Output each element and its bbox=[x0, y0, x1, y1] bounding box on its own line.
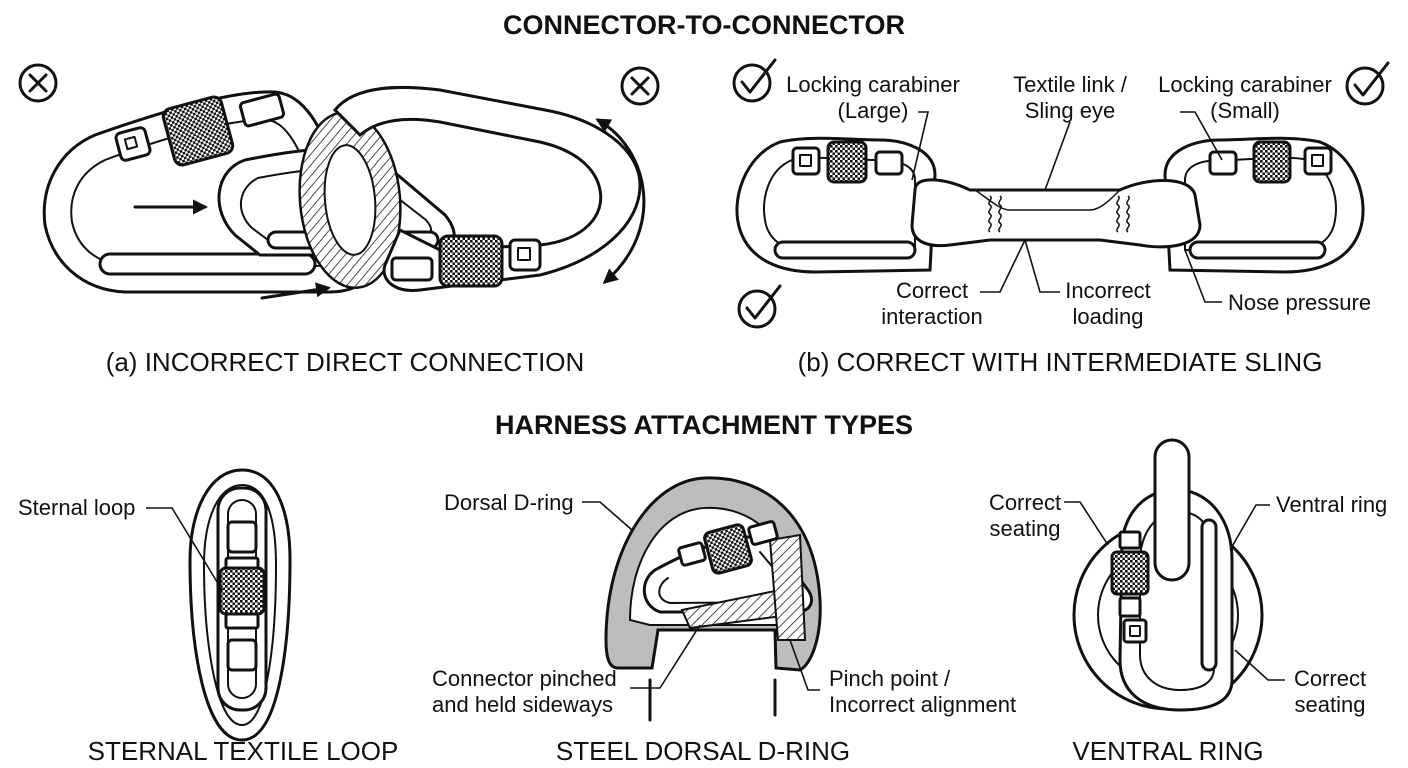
label-large: (Large) bbox=[838, 98, 909, 123]
label-correct-seating-top-1: Correct bbox=[989, 490, 1061, 515]
caption-incorrect-direct-connection: (a) INCORRECT DIRECT CONNECTION bbox=[106, 347, 585, 377]
label-correct-interaction-2: interaction bbox=[881, 304, 983, 329]
label-locking-carabiner-large: Locking carabiner bbox=[786, 72, 960, 97]
label-sternal-loop: Sternal loop bbox=[18, 495, 135, 520]
label-dorsal-d-ring: Dorsal D-ring bbox=[444, 490, 574, 515]
panel-incorrect-direct-connection bbox=[18, 63, 660, 300]
label-correct-seating-bottom-1: Correct bbox=[1294, 666, 1366, 691]
offset-carabiner bbox=[332, 85, 642, 292]
caption-steel-dorsal-d-ring: STEEL DORSAL D-RING bbox=[556, 736, 850, 766]
check-circle-icon bbox=[1345, 61, 1390, 106]
connector-heading: CONNECTOR-TO-CONNECTOR bbox=[503, 10, 905, 40]
label-sling-eye: Sling eye bbox=[1025, 98, 1116, 123]
label-correct-interaction-1: Correct bbox=[896, 278, 968, 303]
label-small: (Small) bbox=[1210, 98, 1280, 123]
label-correct-seating-bottom-2: seating bbox=[1295, 692, 1366, 717]
label-connector-pinched-2: and held sideways bbox=[432, 692, 613, 717]
textile-sling bbox=[910, 178, 1202, 249]
caption-ventral-ring: VENTRAL RING bbox=[1072, 736, 1263, 766]
cross-circle-icon bbox=[18, 63, 58, 103]
check-circle-icon bbox=[732, 58, 777, 103]
small-carabiner bbox=[1163, 136, 1365, 274]
label-connector-pinched-1: Connector pinched bbox=[432, 666, 617, 691]
hatched-ring bbox=[298, 110, 402, 290]
cross-circle-icon bbox=[620, 66, 660, 106]
sternal-textile-loop-diagram bbox=[146, 468, 292, 742]
label-incorrect-loading-1: Incorrect bbox=[1065, 278, 1151, 303]
caption-sternal-textile-loop: STERNAL TEXTILE LOOP bbox=[88, 736, 399, 766]
ventral-ring-diagram bbox=[1064, 438, 1285, 712]
label-ventral-ring: Ventral ring bbox=[1276, 492, 1387, 517]
large-carabiner bbox=[42, 90, 375, 294]
push-arrow-icon bbox=[260, 282, 331, 300]
caption-correct-with-sling: (b) CORRECT WITH INTERMEDIATE SLING bbox=[798, 347, 1323, 377]
harness-heading: HARNESS ATTACHMENT TYPES bbox=[495, 410, 913, 440]
label-incorrect-loading-2: loading bbox=[1073, 304, 1144, 329]
rotation-arrow-icon bbox=[595, 118, 646, 284]
panel-correct-with-sling bbox=[732, 58, 1390, 329]
label-pinch-point-2: Incorrect alignment bbox=[829, 692, 1016, 717]
label-textile-link: Textile link / bbox=[1013, 72, 1128, 97]
check-circle-icon bbox=[737, 284, 782, 329]
label-locking-carabiner-small: Locking carabiner bbox=[1158, 72, 1332, 97]
label-pinch-point-1: Pinch point / bbox=[829, 666, 951, 691]
steel-dorsal-d-ring-diagram bbox=[582, 476, 822, 722]
large-carabiner bbox=[735, 136, 937, 274]
label-correct-seating-top-2: seating bbox=[990, 516, 1061, 541]
label-nose-pressure: Nose pressure bbox=[1228, 290, 1371, 315]
